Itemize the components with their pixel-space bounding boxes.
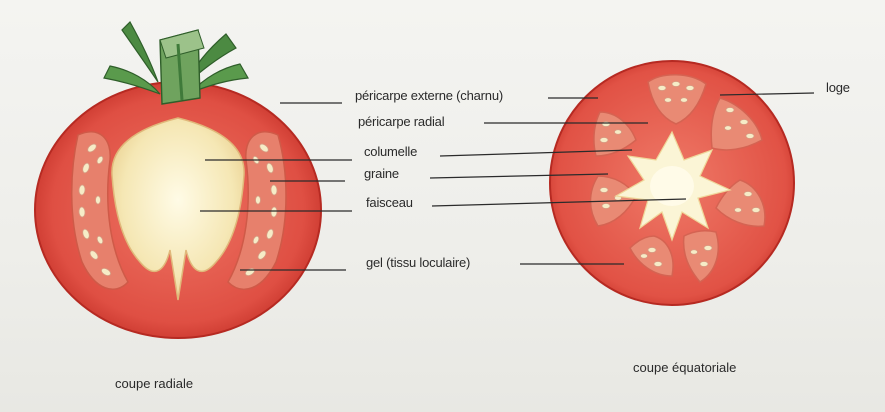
caption-equatoriale: coupe équatoriale: [633, 360, 736, 375]
label-faisceau: faisceau: [366, 195, 413, 210]
label-pericarpe-radial: péricarpe radial: [358, 114, 444, 129]
label-graine: graine: [364, 166, 399, 181]
label-columelle: columelle: [364, 144, 417, 159]
radial-tomato: [35, 22, 321, 338]
caption-radial: coupe radiale: [115, 376, 193, 391]
label-loge: loge: [826, 80, 850, 95]
label-pericarpe-externe: péricarpe externe (charnu): [355, 88, 503, 103]
label-gel: gel (tissu loculaire): [366, 255, 470, 270]
